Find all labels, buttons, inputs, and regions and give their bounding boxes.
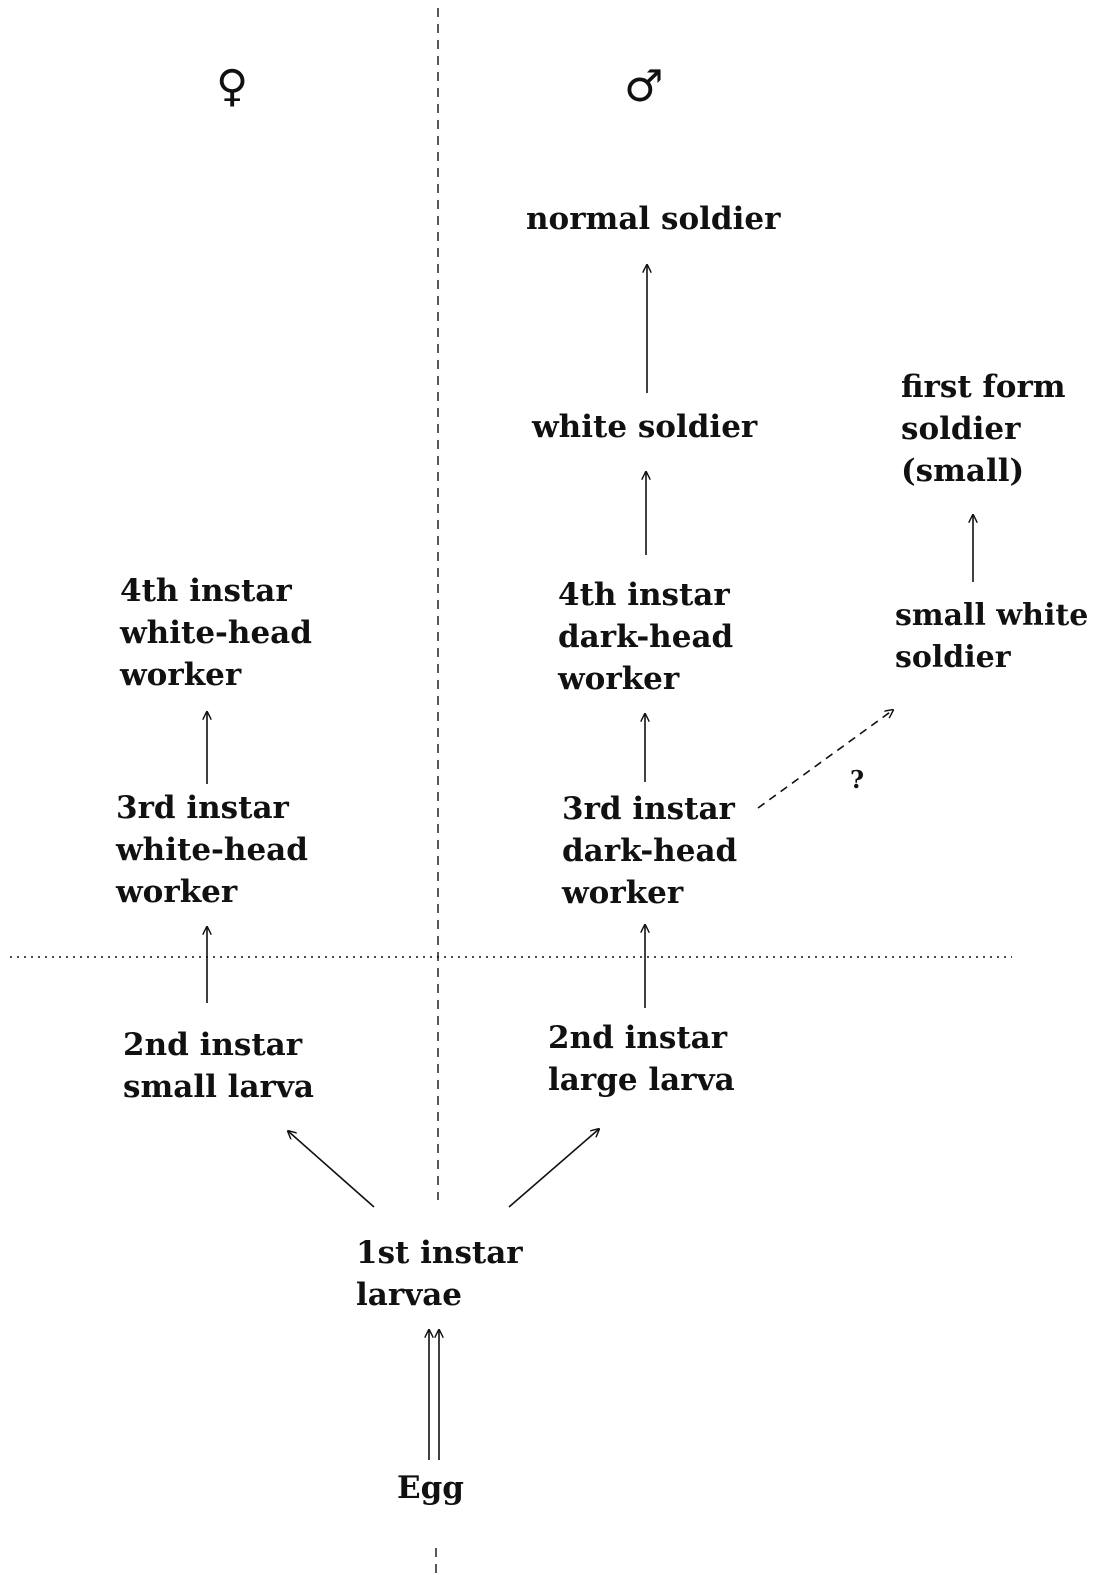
node-line: worker [120,657,242,693]
node-second-instar-large-larva: 2nd instar large larva [548,1017,735,1101]
male-symbol-icon: ♂ [624,61,664,112]
node-line: 4th instar [120,573,292,609]
node-line: Egg [397,1470,464,1506]
arrow-third-dark-head-to-small-white-soldier-dashed [757,710,893,809]
arrow-first-instar-to-second-small-larva [288,1131,375,1208]
node-line: white soldier [532,409,758,445]
node-first-instar-larvae: 1st instar larvae [356,1232,523,1316]
node-small-white-soldier: small white soldier [895,595,1088,679]
arrow-first-instar-to-second-large-larva [508,1129,599,1208]
node-line: soldier [895,640,1011,675]
node-line: small larva [123,1069,314,1105]
node-third-instar-dark-head-worker: 3rd instar dark-head worker [562,788,737,914]
node-third-instar-white-head-worker: 3rd instar white-head worker [116,787,308,913]
node-line: soldier [901,411,1021,447]
node-fourth-instar-dark-head-worker: 4th instar dark-head worker [558,574,733,700]
node-line: worker [116,874,238,910]
node-line: (small) [901,453,1025,489]
node-line: 3rd instar [116,790,289,826]
node-line: large larva [548,1062,735,1098]
node-line: larvae [356,1277,463,1313]
node-line: white-head [120,615,312,651]
node-line: 2nd instar [123,1027,303,1063]
node-line: 4th instar [558,577,730,613]
node-first-form-soldier-small: first form soldier (small) [901,366,1066,492]
node-line: worker [562,875,684,911]
node-line: first form [901,369,1066,405]
node-line: worker [558,661,680,697]
node-line: dark-head [558,619,734,655]
node-line: white-head [116,832,308,868]
node-egg: Egg [397,1467,464,1509]
node-line: 2nd instar [548,1020,728,1056]
node-line: 3rd instar [562,791,735,827]
node-line: small white [895,598,1089,633]
node-white-soldier: white soldier [532,406,757,448]
node-normal-soldier: normal soldier [526,198,780,240]
node-fourth-instar-white-head-worker: 4th instar white-head worker [120,570,312,696]
node-line: 1st instar [356,1235,523,1271]
uncertain-transition-mark: ? [850,765,865,794]
node-line: normal soldier [526,201,781,237]
node-second-instar-small-larva: 2nd instar small larva [123,1024,314,1108]
female-symbol-icon: ♀ [216,61,249,112]
node-line: dark-head [562,833,738,869]
